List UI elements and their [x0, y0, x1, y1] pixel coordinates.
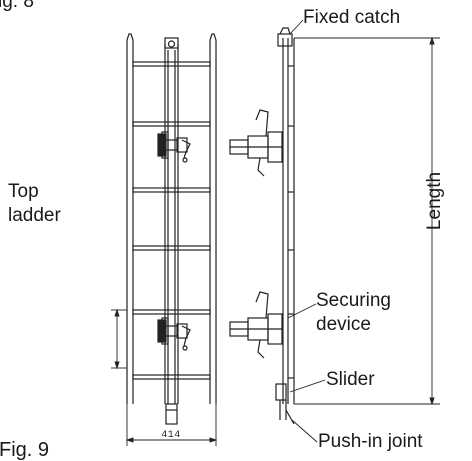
leader-lines [287, 19, 326, 443]
top-ladder-line2: ladder [8, 205, 61, 226]
length-reference [294, 36, 440, 406]
securing-device-label: Securing device [316, 289, 391, 337]
fixed-catch-label: Fixed catch [303, 7, 401, 28]
figure-number-top: ig. 8 [0, 0, 34, 12]
top-ladder-label: Top ladder [8, 180, 61, 228]
top-ladder-line1: Top [8, 181, 39, 202]
push-in-joint-label: Push-in joint [318, 431, 423, 452]
slider-label: Slider [326, 369, 375, 390]
width-dimension [125, 404, 218, 446]
securing-line1: Securing [316, 290, 391, 311]
length-label: Length [424, 171, 445, 231]
securing-line2: device [316, 314, 371, 335]
front-view-ladder [126, 33, 217, 425]
figure-number-bottom: Fig. 9 [0, 439, 50, 461]
spacing-dimension [111, 308, 127, 370]
side-view-ladder [229, 27, 295, 425]
width-dimension-value: 414 [161, 430, 181, 441]
